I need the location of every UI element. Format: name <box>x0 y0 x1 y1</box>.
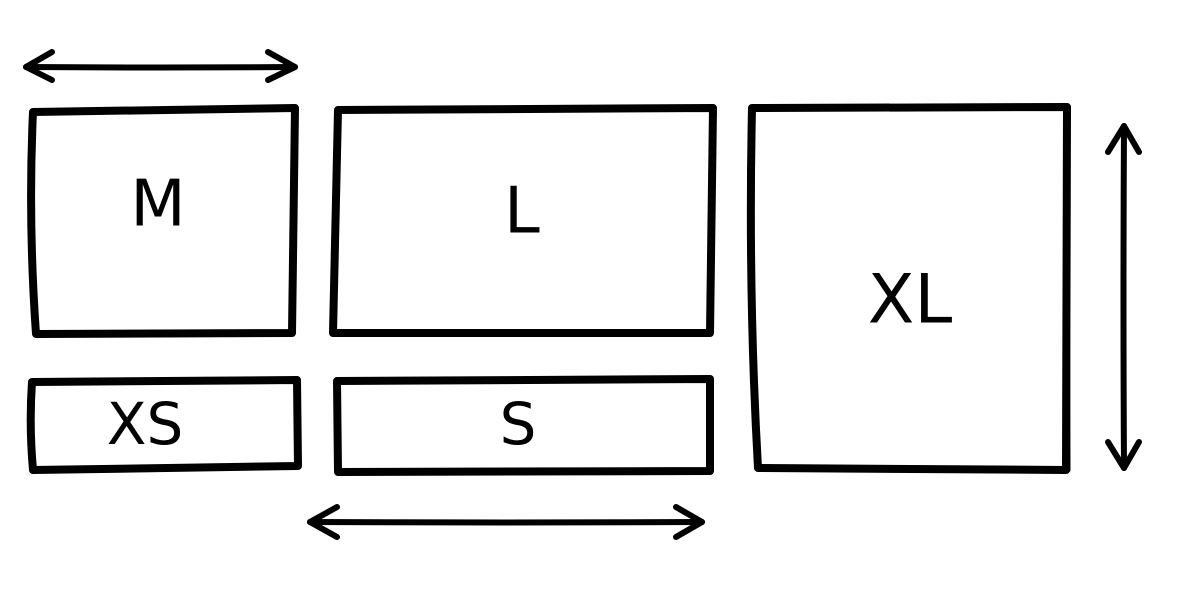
box-l: L <box>329 104 717 337</box>
box-s-label: S <box>500 390 537 458</box>
box-s: S <box>333 375 714 476</box>
box-m-label: M <box>130 168 185 242</box>
box-xl-label: XL <box>868 261 953 340</box>
width-arrow-top-icon <box>23 49 298 83</box>
box-xl: XL <box>746 103 1071 474</box>
box-m: M <box>27 104 299 338</box>
height-arrow-right-icon <box>1105 123 1142 471</box>
box-xs: XS <box>26 376 302 474</box>
box-l-label: L <box>504 175 540 249</box>
box-xs-label: XS <box>107 390 184 458</box>
width-arrow-bottom-icon <box>307 504 705 540</box>
